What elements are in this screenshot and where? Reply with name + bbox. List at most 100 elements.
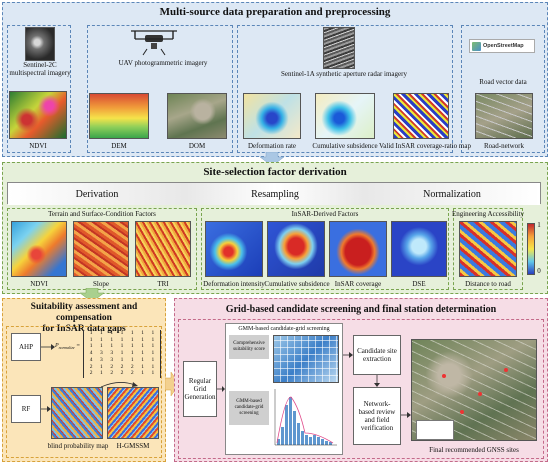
- osm-logo-icon: [472, 41, 481, 51]
- blind-probability-map: [51, 387, 103, 439]
- factor-dse-thumb: [391, 221, 447, 277]
- section-suitability-assessment: Suitability assessment and compensation …: [2, 298, 166, 462]
- matrix-cell: 3: [110, 356, 114, 363]
- matrix-cell: 2: [89, 363, 93, 370]
- matrix-cell: 1: [141, 330, 144, 336]
- matrix-cell: 1: [120, 343, 124, 350]
- group-access: [453, 208, 523, 290]
- deformation-rate-thumb: [243, 93, 301, 139]
- arrow-down-1: [260, 152, 284, 166]
- matrix-cell: 1: [130, 336, 134, 343]
- matrix-cell: 3: [100, 356, 103, 363]
- gnss-site-marker: [478, 392, 482, 396]
- uav-drone-icon: [131, 30, 177, 56]
- final-gnss-map: [411, 339, 537, 441]
- pmatrix-equals: =: [74, 343, 81, 349]
- matrix-cell: 3: [110, 350, 114, 357]
- matrix-cell: 1: [100, 343, 103, 350]
- matrix-cell: 1: [100, 336, 103, 343]
- process-bar: Derivation Resampling Normalization: [7, 182, 541, 205]
- matrix-cell: 2: [110, 363, 114, 370]
- osm-logo: OpenStreetMap: [469, 39, 535, 53]
- section1-title: Multi-source data preparation and prepro…: [159, 6, 391, 18]
- matrix-cell: 4: [89, 350, 93, 357]
- matrix-cell: 1: [141, 356, 144, 363]
- rf-box: RF: [11, 395, 41, 423]
- step-normalization-label: Normalization: [423, 188, 481, 200]
- factor-label-slope: Slope: [93, 280, 109, 288]
- matrix-cell: 1: [151, 350, 155, 357]
- valid-insar-coverage-thumb: [393, 93, 449, 139]
- factor-insar-coverage-thumb: [329, 221, 387, 277]
- pmatrix-symbol: P: [55, 343, 59, 349]
- matrix-cell: 1: [141, 343, 144, 350]
- dem-thumb: [89, 93, 149, 139]
- factor-distance-to-road-thumb: [459, 221, 517, 277]
- matrix-cell: 1: [110, 336, 114, 343]
- matrix-cell: 3: [100, 350, 103, 357]
- section3-inner: [6, 326, 162, 458]
- step-resampling: Resampling: [186, 183, 364, 205]
- network-review-box: Network- based review and field verifica…: [353, 387, 401, 445]
- matrix-cell: 1: [130, 343, 134, 350]
- colorbar: [527, 223, 535, 275]
- matrix-cell: 1: [141, 350, 144, 357]
- matrix-cell: 1: [120, 350, 124, 357]
- section-factor-derivation: Site-selection factor derivation Derivat…: [2, 162, 548, 294]
- network-to-final-arrow: [401, 412, 411, 418]
- blind-map-label: blind probability map: [47, 442, 109, 450]
- cumulative-subsidence-thumb: [315, 93, 375, 139]
- matrix-cell: 2: [120, 363, 124, 370]
- sub-box-sentinel2: [7, 25, 71, 153]
- gmm-screening-box: GMM-based candidate-grid screening: [229, 391, 269, 425]
- group-terrain-label: Terrain and Surface-Condition Factors: [48, 210, 156, 218]
- matrix-cell: 1: [120, 336, 124, 343]
- section-grid-screening: Grid-based candidate screening and final…: [174, 298, 548, 462]
- sentinel1-label: Sentinel-1A synthetic aperture radar ima…: [281, 70, 407, 78]
- map-legend: [416, 420, 454, 440]
- matrix-cell: 1: [100, 330, 103, 336]
- group-terrain: [7, 208, 197, 290]
- final-sites-label: Final recommended GNSS sites: [429, 446, 519, 454]
- candidate-to-network-arrow: [374, 375, 380, 387]
- sentinel1-image: [323, 27, 355, 69]
- candidate-extraction-box: Candidate site extraction: [353, 335, 401, 375]
- pmatrix-label: Pnormalize =: [55, 343, 80, 350]
- hgmssm-arrow: [100, 382, 138, 388]
- product-label-cumulative-subsidence: Cumulative subsidence: [312, 142, 378, 150]
- sentinel2-label: Sentinel-2C multispectral imagery: [9, 61, 71, 77]
- uav-label: UAV photogrammetric imagery: [118, 59, 208, 67]
- matrix-cell: 1: [130, 330, 134, 336]
- matrix-cell: 4: [89, 356, 93, 363]
- factor-label-cumulative-subsidence: Cumulative subsidence: [264, 280, 330, 288]
- sub-box-sentinel1: [237, 25, 453, 153]
- gmm-histogram: [273, 387, 339, 451]
- matrix-cell: 1: [141, 363, 144, 370]
- step-normalization: Normalization: [364, 183, 540, 205]
- product-label-valid-insar: Valid InSAR coverage-ratio map: [379, 142, 471, 150]
- matrix-cell: 1: [100, 363, 103, 370]
- comp-score-box: Comprehensive suitability score: [229, 335, 269, 359]
- matrix-cell: 1: [141, 336, 144, 343]
- matrix-cell: 1: [120, 356, 124, 363]
- road-vector-label: Road vector data: [479, 78, 527, 86]
- section4-inner: [178, 319, 544, 459]
- rf-arrow: [41, 406, 51, 412]
- matrix-cell: 1: [151, 363, 155, 370]
- matrix-cell: 1: [151, 343, 155, 350]
- factor-label-distance-to-road: Distance to road: [465, 280, 511, 288]
- matrix-cell: 2: [120, 370, 124, 377]
- matrix-cell: 1: [151, 336, 155, 343]
- section3-title: Suitability assessment and compensation …: [30, 302, 138, 334]
- factor-label-ndvi: NDVI: [30, 280, 48, 288]
- section4-title: Grid-based candidate screening and final…: [225, 304, 497, 315]
- ahp-arrow: [41, 344, 55, 350]
- section2-title: Site-selection factor derivation: [203, 166, 347, 178]
- matrix-cell: 1: [110, 330, 114, 336]
- factor-label-deformation-intensity: Deformation intensity: [203, 280, 265, 288]
- matrix-cell: 2: [89, 370, 93, 377]
- arrow-down-2: [80, 288, 104, 302]
- matrix-cell: 1: [130, 350, 134, 357]
